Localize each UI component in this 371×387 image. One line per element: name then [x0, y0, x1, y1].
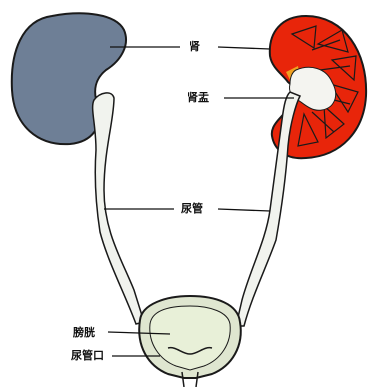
label-kidney: 肾 [188, 40, 201, 53]
label-ureter: 尿管 [180, 202, 204, 215]
leader-ureter-right [218, 209, 270, 211]
label-renal-pelvis: 肾盂 [186, 91, 210, 104]
label-urethral-orifice: 尿管口 [70, 349, 105, 362]
bladder [139, 296, 241, 387]
right-ureter [236, 92, 300, 326]
label-bladder: 膀胱 [72, 326, 96, 339]
leader-kidney-right [218, 47, 270, 49]
